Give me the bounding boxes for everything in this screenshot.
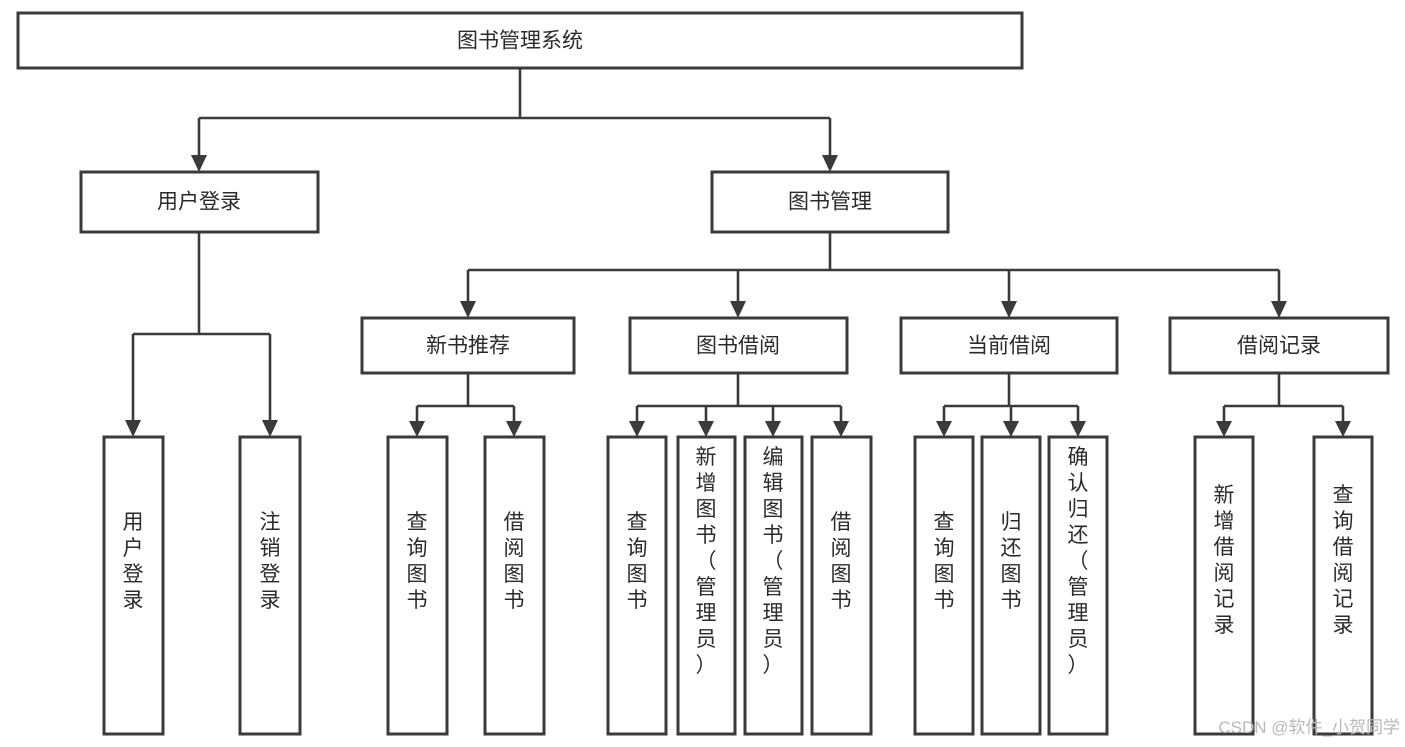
arrow-leaf-query-book-2 xyxy=(629,421,645,437)
node-leaf-query-book-2[interactable]: 查询图书 xyxy=(606,435,668,736)
watermark-label: CSDN @软件_小贺同学 xyxy=(1218,718,1400,737)
arrow-leaf-return-book xyxy=(1003,421,1019,437)
arrow-to-book-borrow xyxy=(730,301,746,318)
leaf-edit-book-box[interactable] xyxy=(743,435,804,736)
leaf-confirm-return-label: 确认归还（管理员） xyxy=(1068,446,1089,677)
node-borrow-record[interactable]: 借阅记录 xyxy=(1168,316,1390,375)
arrow-to-book-manage xyxy=(822,155,838,172)
new-book-rec-label: 新书推荐 xyxy=(426,335,510,358)
arrow-to-borrow-record xyxy=(1271,301,1287,318)
user-login-label: 用户登录 xyxy=(157,191,241,214)
arrow-leaf-edit-book xyxy=(765,421,781,437)
borrow-record-label: 借阅记录 xyxy=(1237,335,1321,358)
leaf-query-book-2-box[interactable] xyxy=(606,435,668,736)
borrow-record-box[interactable] xyxy=(1168,316,1390,375)
leaf-return-book-box[interactable] xyxy=(980,435,1042,736)
node-leaf-add-book[interactable]: 新增图书（管理员） xyxy=(676,435,737,736)
leaf-user-login-box[interactable] xyxy=(102,435,165,736)
node-root[interactable]: 图书管理系统 xyxy=(16,11,1024,70)
leaf-query-record-label: 查询借阅记录 xyxy=(1333,484,1354,637)
leaf-add-record-label: 新增借阅记录 xyxy=(1214,484,1235,637)
node-leaf-query-record[interactable]: 查询借阅记录 xyxy=(1312,435,1374,736)
node-leaf-return-book[interactable]: 归还图书 xyxy=(980,435,1042,736)
leaf-borrow-book-1-box[interactable] xyxy=(483,435,546,736)
node-current-borrow[interactable]: 当前借阅 xyxy=(899,316,1119,375)
node-leaf-logout[interactable]: 注销登录 xyxy=(238,435,302,736)
node-leaf-query-book-1[interactable]: 查询图书 xyxy=(386,435,449,736)
leaf-query-book-1-box[interactable] xyxy=(386,435,449,736)
book-manage-label: 图书管理 xyxy=(788,191,872,214)
book-borrow-box[interactable] xyxy=(628,316,849,375)
user-login-box[interactable] xyxy=(79,170,320,234)
arrow-leaf-add-book xyxy=(698,421,714,437)
leaf-logout-label: 注销登录 xyxy=(260,511,281,612)
arrow-to-user-login xyxy=(191,155,207,172)
leaf-confirm-return-box[interactable] xyxy=(1047,435,1109,736)
arrow-leaf-query-record xyxy=(1335,421,1351,437)
node-leaf-query-book-3[interactable]: 查询图书 xyxy=(913,435,975,736)
root-box[interactable] xyxy=(16,11,1024,70)
arrow-leaf-confirm-return xyxy=(1070,421,1086,437)
node-book-borrow[interactable]: 图书借阅 xyxy=(628,316,849,375)
arrow-to-new-book-rec xyxy=(460,301,476,318)
arrow-leaf-add-record xyxy=(1216,421,1232,437)
leaf-borrow-book-2-label: 借阅图书 xyxy=(831,511,852,612)
new-book-rec-box[interactable] xyxy=(360,316,576,375)
leaf-add-record-box[interactable] xyxy=(1193,435,1255,736)
root-label: 图书管理系统 xyxy=(457,30,583,53)
current-borrow-box[interactable] xyxy=(899,316,1119,375)
arrow-leaf-user-login xyxy=(125,420,141,437)
arrow-leaf-logout xyxy=(262,420,278,437)
arrow-to-current-borrow xyxy=(1001,301,1017,318)
leaf-query-book-3-label: 查询图书 xyxy=(934,511,955,612)
leaf-query-book-2-label: 查询图书 xyxy=(627,511,648,612)
current-borrow-label: 当前借阅 xyxy=(967,335,1051,358)
arrow-leaf-borrow-book-1 xyxy=(506,421,522,437)
leaf-return-book-label: 归还图书 xyxy=(1001,511,1022,612)
leaf-borrow-book-2-box[interactable] xyxy=(810,435,873,736)
leaf-edit-book-label: 编辑图书（管理员） xyxy=(763,446,784,677)
leaf-query-record-box[interactable] xyxy=(1312,435,1374,736)
node-leaf-user-login[interactable]: 用户登录 xyxy=(102,435,165,736)
node-new-book-rec[interactable]: 新书推荐 xyxy=(360,316,576,375)
book-borrow-label: 图书借阅 xyxy=(696,335,780,358)
leaf-user-login-label: 用户登录 xyxy=(123,511,144,612)
leaf-add-book-label: 新增图书（管理员） xyxy=(696,446,717,677)
arrow-leaf-borrow-book-2 xyxy=(833,421,849,437)
leaf-logout-box[interactable] xyxy=(238,435,302,736)
node-user-login[interactable]: 用户登录 xyxy=(79,170,320,234)
leaf-borrow-book-1-label: 借阅图书 xyxy=(504,511,525,612)
leaf-add-book-box[interactable] xyxy=(676,435,737,736)
arrow-leaf-query-book-3 xyxy=(936,421,952,437)
arrow-leaf-query-book-1 xyxy=(409,421,425,437)
leaf-query-book-1-label: 查询图书 xyxy=(407,511,428,612)
node-leaf-add-record[interactable]: 新增借阅记录 xyxy=(1193,435,1255,736)
node-leaf-confirm-return[interactable]: 确认归还（管理员） xyxy=(1047,435,1109,736)
book-manage-box[interactable] xyxy=(710,170,950,234)
node-book-manage[interactable]: 图书管理 xyxy=(710,170,950,234)
leaf-query-book-3-box[interactable] xyxy=(913,435,975,736)
node-leaf-borrow-book-1[interactable]: 借阅图书 xyxy=(483,435,546,736)
connector-layer xyxy=(125,68,1351,437)
node-leaf-edit-book[interactable]: 编辑图书（管理员） xyxy=(743,435,804,736)
node-leaf-borrow-book-2[interactable]: 借阅图书 xyxy=(810,435,873,736)
